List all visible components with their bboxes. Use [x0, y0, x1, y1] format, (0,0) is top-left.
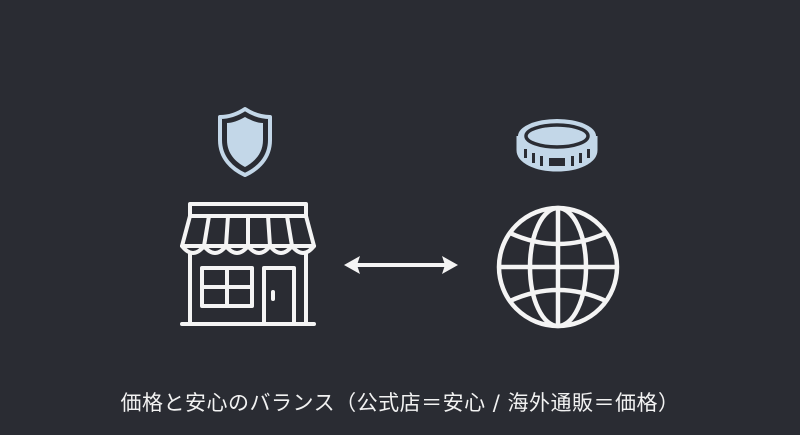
shield-icon	[216, 106, 274, 178]
storefront-icon	[180, 200, 320, 330]
diagram-caption: 価格と安心のバランス（公式店＝安心 / 海外通販＝価格）	[120, 391, 680, 415]
globe-icon	[494, 203, 622, 331]
coin-icon	[514, 116, 600, 174]
double-headed-arrow-icon	[342, 252, 460, 278]
